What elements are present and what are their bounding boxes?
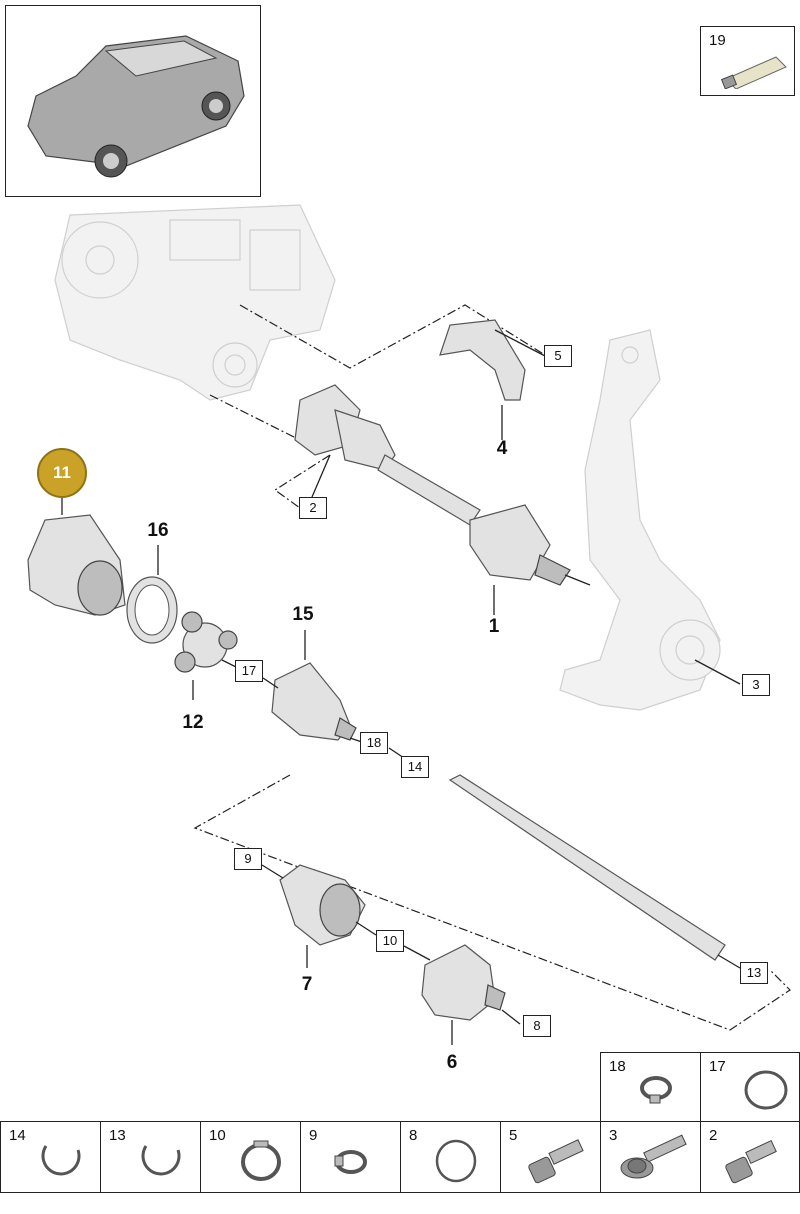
retaining-ring-icon (435, 1139, 477, 1183)
hose-clamp-small-icon (640, 1076, 672, 1104)
part-label-4[interactable]: 4 (496, 438, 508, 459)
legend-cell-5[interactable]: 5 (500, 1121, 601, 1193)
boot-7-part (279, 864, 366, 946)
legend-number: 9 (309, 1127, 318, 1144)
legend-cell-9[interactable]: 9 (300, 1121, 401, 1193)
legend-number: 5 (509, 1127, 518, 1144)
circlip-icon (41, 1145, 81, 1176)
legend-number: 17 (709, 1058, 726, 1075)
socket-bolt-icon (528, 1139, 584, 1184)
legend-cell-10[interactable]: 10 (200, 1121, 301, 1193)
socket-bolt-icon (725, 1139, 777, 1184)
legend-number: 8 (409, 1127, 418, 1144)
legend-cell-18[interactable]: 18 (600, 1052, 701, 1122)
part-label-7[interactable]: 7 (301, 974, 313, 995)
callout-8[interactable]: 8 (523, 1015, 551, 1037)
legend-cell-17[interactable]: 17 (700, 1052, 800, 1122)
legend-cell-8[interactable]: 8 (400, 1121, 501, 1193)
tripod-joint-part (174, 611, 238, 673)
legend-number: 13 (109, 1127, 126, 1144)
legend-number: 18 (609, 1058, 626, 1075)
callout-14[interactable]: 14 (401, 756, 429, 778)
lubricant-number: 19 (709, 32, 726, 49)
callout-13[interactable]: 13 (740, 962, 768, 984)
callout-17[interactable]: 17 (235, 660, 263, 682)
legend-number: 14 (9, 1127, 26, 1144)
part-11-badge[interactable]: 11 (37, 448, 87, 498)
lubricant-box: 19 (700, 26, 795, 96)
knuckle-ghost-illustration (559, 329, 721, 711)
legend-number: 10 (209, 1127, 226, 1144)
band-clamp-icon (241, 1140, 281, 1181)
heat-shield-part (439, 319, 526, 401)
callout-9[interactable]: 9 (234, 848, 262, 870)
part-label-1[interactable]: 1 (488, 616, 500, 637)
callout-5[interactable]: 5 (544, 345, 572, 367)
vehicle-suv-icon (27, 35, 245, 178)
legend-cell-3[interactable]: 3 (600, 1121, 701, 1193)
callout-18[interactable]: 18 (360, 732, 388, 754)
callout-2[interactable]: 2 (299, 497, 327, 519)
vehicle-thumbnail-frame (5, 5, 261, 197)
boot-15-part (271, 662, 357, 741)
callout-10[interactable]: 10 (376, 930, 404, 952)
legend-number: 2 (709, 1127, 718, 1144)
joint-housing-part (27, 514, 126, 616)
drive-shaft-assembly (294, 384, 591, 586)
callout-3[interactable]: 3 (742, 674, 770, 696)
legend-cell-2[interactable]: 2 (700, 1121, 800, 1193)
part-label-6[interactable]: 6 (446, 1052, 458, 1073)
flange-bolt-icon (620, 1134, 687, 1179)
band-clamp-icon (744, 1070, 788, 1110)
legend-cell-13[interactable]: 13 (100, 1121, 201, 1193)
hose-clamp-small-icon (334, 1150, 367, 1174)
outer-joint-6-part (421, 944, 506, 1021)
part-label-12[interactable]: 12 (182, 712, 204, 733)
shaft-part (448, 774, 726, 961)
circlip-icon (141, 1145, 181, 1176)
engine-ghost-illustration (54, 204, 336, 401)
legend-number: 3 (609, 1127, 618, 1144)
assembly-guide-lines (193, 304, 791, 1031)
grease-tube-icon (721, 56, 787, 89)
legend-cell-14[interactable]: 14 (0, 1121, 101, 1193)
part-label-15[interactable]: 15 (292, 604, 314, 625)
part-label-16[interactable]: 16 (147, 520, 169, 541)
